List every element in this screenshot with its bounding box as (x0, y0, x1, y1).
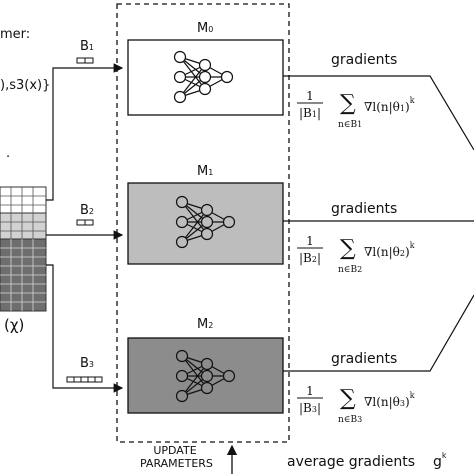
neural-network-icon (175, 195, 236, 249)
loss-term: ∇l(n|θ2)k (364, 241, 415, 259)
gradients-label-1: gradients (331, 52, 398, 68)
fraction-bars (297, 102, 323, 399)
functions-fragment-text: ),s3(x)} (0, 78, 51, 93)
model-label-m1: M1 (197, 164, 214, 179)
loss-term: ∇l(n|θ3)k (364, 391, 415, 409)
gradients-label-2: gradients (331, 201, 398, 217)
formula-denominator: |B2| (298, 251, 321, 265)
chi-label: (χ) (4, 316, 25, 334)
sum-symbol: ∑ (340, 91, 356, 116)
neural-network-icon (175, 349, 236, 403)
neural-network-icon (173, 50, 234, 104)
sum-symbol: ∑ (340, 236, 356, 261)
formula-numerator: 1 (306, 89, 314, 103)
batch-icon-b3 (66, 376, 103, 383)
formula-numerator: 1 (306, 384, 314, 398)
batch-icon-b1 (76, 57, 94, 64)
update-label-line1: UPDATE (153, 444, 197, 457)
gradients-label-3: gradients (331, 351, 398, 367)
update-label-line2: PARAMETERS (140, 457, 213, 470)
sum-symbol: ∑ (340, 386, 356, 411)
gradient-lines (283, 75, 474, 372)
average-gradient-symbol: gk (433, 451, 447, 470)
batch-label-b3: B3 (80, 356, 95, 371)
model-label-m0: M0 (197, 21, 214, 36)
dot-text: . (6, 146, 11, 161)
parameter-box (116, 3, 290, 443)
batch-icon-b2 (76, 219, 94, 226)
dataset-matrix (0, 186, 47, 312)
sum-index: n∈B1 (338, 120, 363, 130)
former-fragment-text: mer: (0, 27, 31, 42)
dataset-connectors (46, 63, 124, 393)
model-label-m2: M2 (197, 317, 214, 332)
formula-denominator: |B1| (298, 106, 321, 120)
loss-term: ∇l(n|θ1)k (364, 96, 415, 114)
batch-label-b2: B2 (80, 203, 95, 218)
formula-numerator: 1 (306, 234, 314, 248)
average-gradients-label: average gradients (287, 454, 416, 470)
batch-label-b1: B1 (80, 39, 95, 54)
sum-index: n∈B3 (338, 415, 363, 425)
sum-index: n∈B2 (338, 265, 363, 275)
formula-denominator: |B3| (298, 401, 321, 415)
update-parameters-label: UPDATE PARAMETERS (140, 444, 213, 470)
